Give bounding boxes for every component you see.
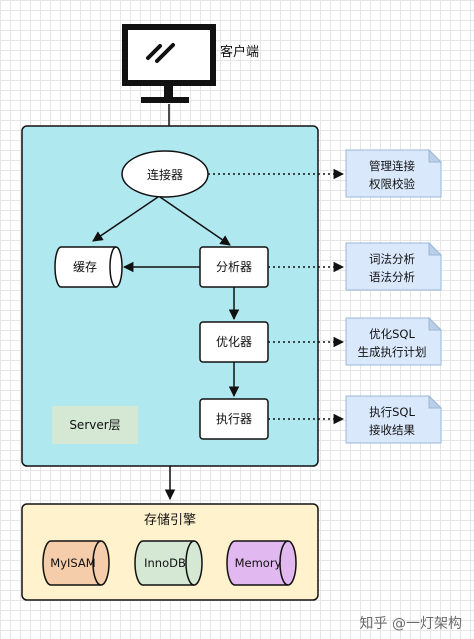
note-optimizer-line1: 优化SQL <box>369 327 415 341</box>
note-analyzer-line2: 语法分析 <box>369 270 415 284</box>
storage-title: 存储引擎 <box>144 513 196 528</box>
note-optimizer-line2: 生成执行计划 <box>358 345 427 359</box>
cache-label: 缓存 <box>73 260 97 274</box>
server-layer-label-box <box>52 406 138 444</box>
engine-innodb-label: InnoDB <box>144 556 186 570</box>
engine-myisam <box>42 540 110 586</box>
note-executor-line2: 接收结果 <box>369 423 415 437</box>
engine-myisam-label: MyISAM <box>50 556 95 570</box>
optimizer-label: 优化器 <box>216 335 252 349</box>
server-layer-label: Server层 <box>69 418 120 432</box>
note-connector <box>345 148 443 198</box>
client-label: 客户端 <box>220 44 259 60</box>
connector-label: 连接器 <box>147 167 183 182</box>
engine-innodb <box>134 540 203 586</box>
note-analyzer <box>345 241 443 291</box>
engine-memory <box>226 540 297 586</box>
note-optimizer <box>345 316 443 366</box>
arrow-connector-to-cache <box>92 196 159 242</box>
arrow-connector-to-analyzer <box>159 196 231 246</box>
note-connector-line1: 管理连接 <box>369 159 415 173</box>
note-connector-line2: 权限校验 <box>369 177 415 191</box>
note-analyzer-line1: 词法分析 <box>369 252 415 266</box>
monitor-icon <box>122 24 216 103</box>
cache-node <box>54 246 123 288</box>
note-executor <box>345 394 443 444</box>
engine-memory-label: Memory <box>235 556 282 570</box>
note-executor-line1: 执行SQL <box>369 405 415 419</box>
analyzer-label: 分析器 <box>216 260 252 274</box>
watermark: 知乎 @一灯架构 <box>359 616 462 632</box>
executor-label: 执行器 <box>216 412 252 426</box>
